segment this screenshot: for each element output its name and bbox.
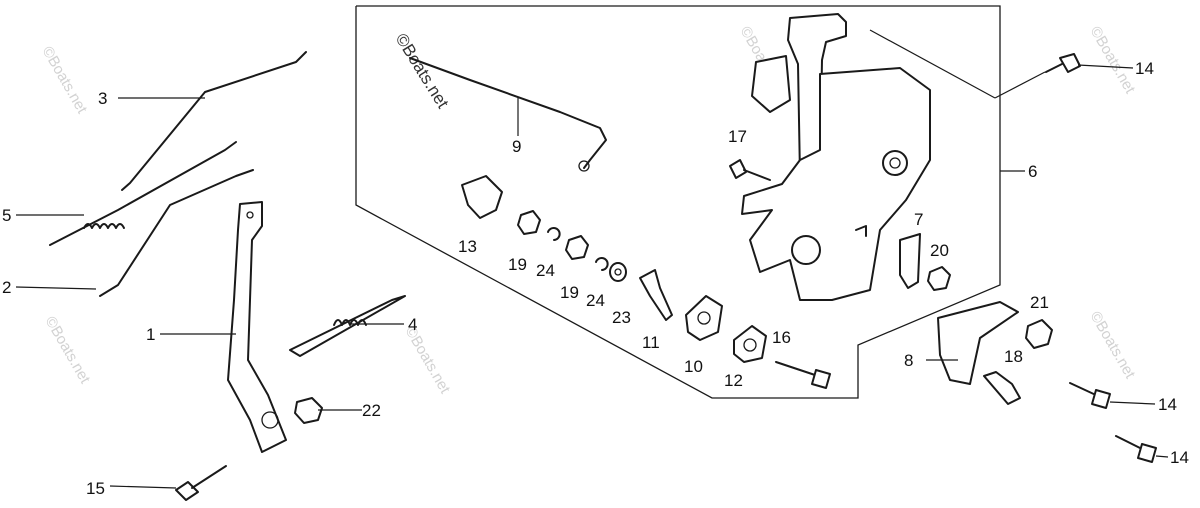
watermark-faint: ©Boats.net [39,44,91,118]
bolt-15-shaft [191,465,227,489]
nut-21 [1025,319,1053,349]
nut-20 [927,266,951,291]
bolt-18 [983,371,1021,405]
rod-5 [49,141,237,246]
bolt-15-head [175,481,199,501]
bolt-14c-head [1137,443,1157,463]
callout-22: 22 [362,401,381,420]
callout-16: 16 [772,328,791,347]
callout-20: 20 [930,241,949,260]
rod-3 [121,51,307,191]
clip-24a [547,227,561,241]
spring-4-frame [289,295,406,357]
lever-11 [639,269,673,321]
callout-4: 4 [408,315,417,334]
bolt-16-shaft [775,361,819,377]
washer-23-hole [614,268,622,276]
bracket-8 [937,301,1019,385]
bracket-6-pivot [791,235,821,265]
bracket-6-body [741,67,931,301]
lever-slot [261,411,279,429]
bolt-14c-shaft [1115,435,1145,451]
plate-12-hole [743,338,757,352]
nut-19a [517,210,541,235]
bolt-14b-shaft [1069,382,1099,397]
callout-13: 13 [458,237,477,256]
callout-8: 8 [904,351,913,370]
plate-10-hole [697,311,711,325]
spring-4-coil [333,319,367,326]
callout-9: 9 [512,137,521,156]
callout-24a: 24 [536,261,555,280]
bolt-14a-head [1059,53,1081,73]
callout-5: 5 [2,206,11,225]
callout-11: 11 [642,333,660,352]
bracket-assembly-6 [741,13,931,301]
bolt-17-head [729,159,747,179]
bracket-6-boss [882,150,908,176]
watermark-faint: ©Boats.net [1087,24,1139,98]
bolt-17-shaft [743,169,771,181]
callout-15: 15 [86,479,105,498]
callout-10: 10 [684,357,703,376]
nut-19b [565,235,589,260]
bolt-16-head [811,369,831,389]
plate-10 [685,295,723,341]
leader-lines [15,29,1169,489]
bracket-6-arm [787,13,847,177]
callouts: 3 5 2 1 4 22 15 9 13 19 24 19 24 23 11 1… [2,59,1189,498]
watermark-faint: ©Boats.net [402,324,454,398]
callout-12: 12 [724,371,743,390]
callout-6: 6 [1028,162,1037,181]
rod-9 [409,57,607,169]
callout-19a: 19 [508,255,527,274]
assembly-frame [355,5,1001,399]
callout-14c: 14 [1170,448,1189,467]
clip-7 [899,233,921,289]
callout-18: 18 [1004,347,1023,366]
callout-14b: 14 [1158,395,1177,414]
callout-1: 1 [146,325,155,344]
callout-19b: 19 [560,283,579,302]
callout-7: 7 [914,210,923,229]
cam-13 [461,175,503,219]
washer-23 [609,262,627,282]
plate-12 [733,325,767,363]
callout-24b: 24 [586,291,605,310]
lever-hole [246,211,254,219]
spring-5 [83,223,125,229]
callout-21: 21 [1030,293,1049,312]
watermark-faint: ©Boats.net [42,314,94,388]
bracket-6-boss-hole [889,157,901,169]
rod-9-eye [578,160,590,172]
callout-2: 2 [2,278,11,297]
watermark-faint: ©Boats.net [1087,309,1139,383]
nut-22 [294,397,323,424]
callout-17: 17 [728,127,747,146]
callout-14a: 14 [1135,59,1154,78]
rod-2 [99,169,254,297]
clip-24b [595,257,609,271]
lever-arm-1 [227,201,287,453]
callout-23: 23 [612,308,631,327]
bolt-14a-shaft [1045,63,1063,73]
callout-3: 3 [98,89,107,108]
bracket-6-tab [751,55,791,113]
bracket-6-slot [855,225,867,237]
bolt-14b-head [1091,389,1111,409]
